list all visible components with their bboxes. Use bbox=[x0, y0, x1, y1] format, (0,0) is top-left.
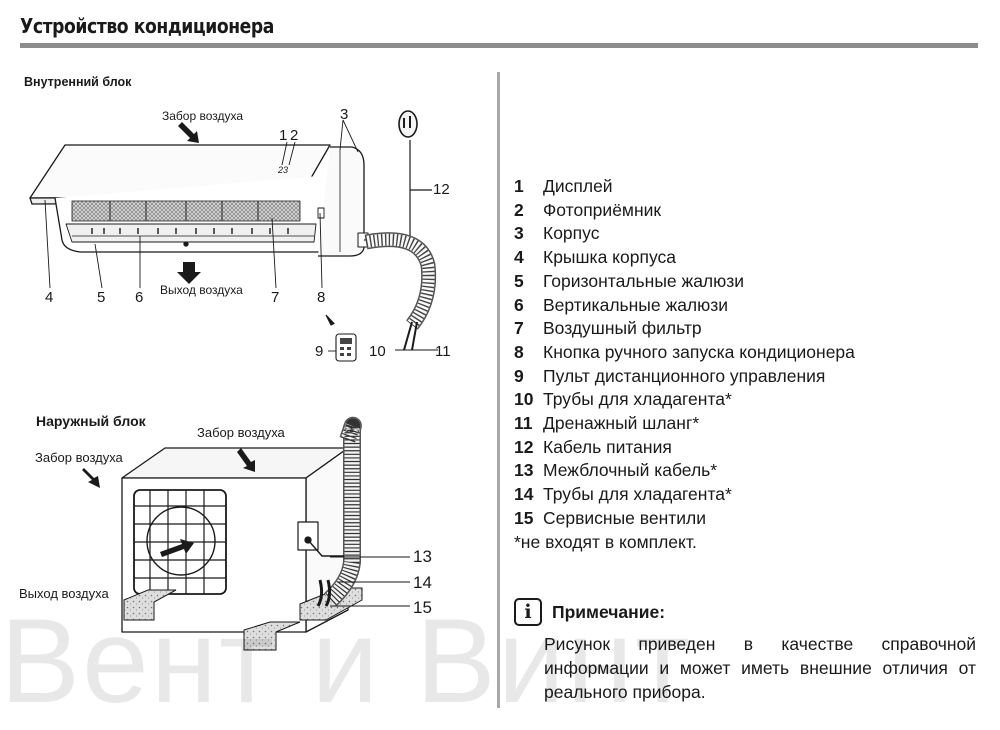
remote-control bbox=[325, 314, 357, 362]
outdoor-fan-arrow-icon bbox=[160, 539, 194, 557]
note-text: Рисунок приведен в качестве справочной и… bbox=[544, 634, 976, 702]
outdoor-air-intake-left-label: Забор воздуха bbox=[35, 450, 123, 465]
outdoor-intake-top-arrow-icon bbox=[237, 448, 255, 472]
footnote: *не входят в комплект. bbox=[514, 531, 697, 552]
callout-13: 13 bbox=[413, 547, 432, 566]
air-outlet-arrow-icon bbox=[177, 262, 201, 284]
callout-4: 4 bbox=[45, 289, 54, 306]
callout-5: 5 bbox=[97, 289, 106, 306]
outdoor-leader-lines bbox=[330, 556, 410, 607]
callout-3: 3 bbox=[340, 106, 349, 123]
outdoor-air-outlet-label: Выход воздуха bbox=[19, 586, 109, 601]
callout-6: 6 bbox=[135, 289, 144, 306]
indoor-air-outlet-label: Выход воздуха bbox=[160, 283, 243, 297]
indoor-unit: 23 bbox=[29, 144, 369, 257]
callout-10: 10 bbox=[369, 343, 386, 360]
callout-14: 14 bbox=[413, 573, 432, 592]
indoor-leader-lines bbox=[44, 119, 359, 352]
note-title: Примечание: bbox=[552, 601, 666, 622]
outdoor-feet bbox=[123, 587, 363, 651]
outdoor-intake-left-arrow-icon bbox=[82, 468, 100, 488]
callout-11: 11 bbox=[435, 343, 451, 360]
callout-12: 12 bbox=[433, 181, 450, 198]
pipe-bundle bbox=[307, 416, 362, 607]
air-conditioner-illustration: 23 bbox=[29, 110, 438, 651]
callout-9: 9 bbox=[315, 343, 324, 360]
title-rule bbox=[20, 43, 978, 48]
watermark: Вент и Винт bbox=[0, 594, 693, 728]
info-icon: i bbox=[514, 598, 542, 626]
callout-8: 8 bbox=[317, 289, 326, 306]
display-readout: 23 bbox=[277, 165, 288, 175]
drainage-hose bbox=[364, 232, 438, 351]
note-block: i Примечание: Рисунок приведен в качестве… bbox=[514, 598, 976, 704]
callout-2: 2 bbox=[290, 127, 299, 144]
indoor-air-intake-label: Забор воздуха bbox=[162, 109, 244, 123]
callout-7: 7 bbox=[271, 289, 280, 306]
callout-1: 1 bbox=[279, 127, 288, 144]
power-cable bbox=[363, 110, 432, 241]
outdoor-unit bbox=[121, 447, 349, 633]
outdoor-unit-heading: Наружный блок bbox=[36, 413, 146, 429]
air-intake-arrow-icon bbox=[178, 122, 199, 143]
callout-15: 15 bbox=[413, 598, 432, 617]
outdoor-air-intake-top-label: Забор воздуха bbox=[197, 425, 285, 440]
indoor-unit-heading: Внутренний блок bbox=[24, 75, 132, 89]
column-divider bbox=[497, 72, 500, 708]
page-title: Устройство кондиционера bbox=[20, 14, 274, 38]
